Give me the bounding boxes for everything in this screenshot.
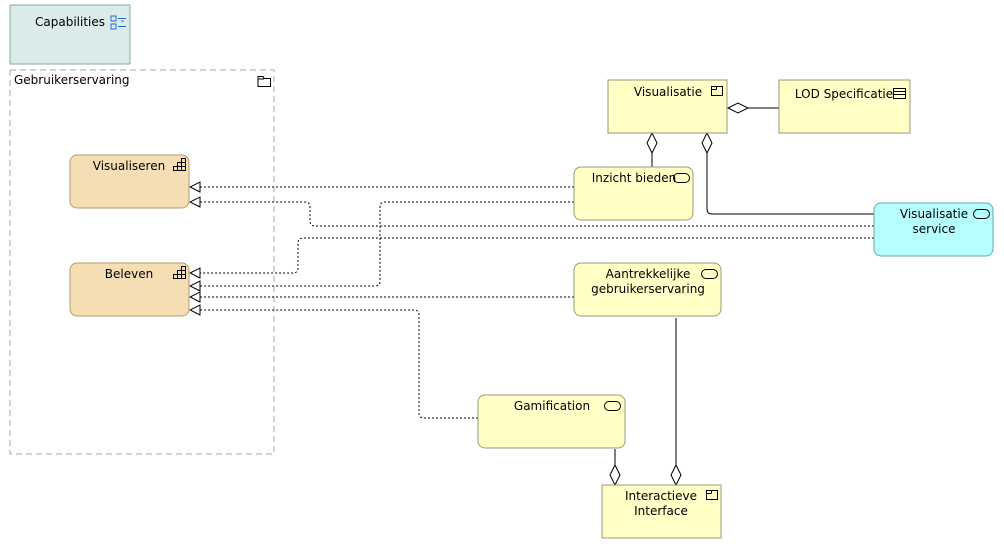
diamond-interface-gamification <box>609 463 621 487</box>
node-interactieve-label-2: Interface <box>634 504 688 518</box>
node-inzicht-bieden[interactable]: Inzicht bieden <box>573 166 694 221</box>
rel-service-beleven <box>190 237 874 273</box>
node-visualisatie[interactable]: Visualisatie <box>607 79 728 134</box>
capabilities-legend[interactable]: Capabilities <box>9 4 131 65</box>
capability-beleven-label: Beleven <box>105 267 153 281</box>
capabilities-legend-label: Capabilities <box>35 15 105 29</box>
diamond-visualisatie-lod <box>726 102 750 114</box>
diamond-visualisatie-service <box>701 131 713 155</box>
node-visualisatie-service-label-1: Visualisatie <box>900 207 968 221</box>
node-aantrekkelijke-label-1: Aantrekkelijke <box>606 267 691 281</box>
capability-beleven[interactable]: Beleven <box>69 262 190 317</box>
diamond-visualisatie-inzicht <box>646 131 658 155</box>
group-gebruikerservaring[interactable]: Gebruikerservaring <box>9 69 275 455</box>
node-interactieve-interface[interactable]: Interactieve Interface <box>601 484 722 539</box>
capability-visualiseren[interactable]: Visualiseren <box>69 154 190 209</box>
node-lod-specificatie[interactable]: LOD Specificatie <box>778 79 911 134</box>
node-gamification[interactable]: Gamification <box>477 394 626 449</box>
relations-aggregation <box>609 102 874 487</box>
product-icon <box>711 86 723 96</box>
capability-visualiseren-label: Visualiseren <box>93 159 165 173</box>
group-gebruikerservaring-label: Gebruikerservaring <box>14 73 130 87</box>
node-visualisatie-service-label-2: service <box>913 222 956 236</box>
service-icon <box>701 269 718 279</box>
node-aantrekkelijke-gebruikerservaring[interactable]: Aantrekkelijke gebruikerservaring <box>573 262 722 317</box>
capability-icon <box>110 15 126 30</box>
folder-icon <box>257 76 271 87</box>
rel-service-visualiseren <box>190 202 874 227</box>
product-icon <box>706 490 718 500</box>
node-visualisatie-service[interactable]: Visualisatie service <box>873 202 994 257</box>
node-visualisatie-label: Visualisatie <box>634 85 702 99</box>
node-lod-specificatie-label: LOD Specificatie <box>795 87 893 101</box>
node-inzicht-bieden-label: Inzicht bieden <box>592 171 676 185</box>
rel-inzicht-beleven <box>190 201 574 286</box>
capability-stairs-icon <box>173 158 186 171</box>
capability-stairs-icon <box>173 266 186 279</box>
relations-realization <box>190 187 874 419</box>
node-aantrekkelijke-label-2: gebruikerservaring <box>591 282 705 296</box>
rel-gamification-beleven <box>190 310 478 419</box>
data-object-icon <box>893 88 906 99</box>
node-interactieve-label-1: Interactieve <box>625 489 697 503</box>
service-icon <box>973 209 990 219</box>
node-gamification-label: Gamification <box>514 399 590 413</box>
diamond-interface-aantrekkelijke <box>670 463 682 487</box>
service-icon <box>604 401 621 411</box>
service-icon <box>673 173 690 183</box>
